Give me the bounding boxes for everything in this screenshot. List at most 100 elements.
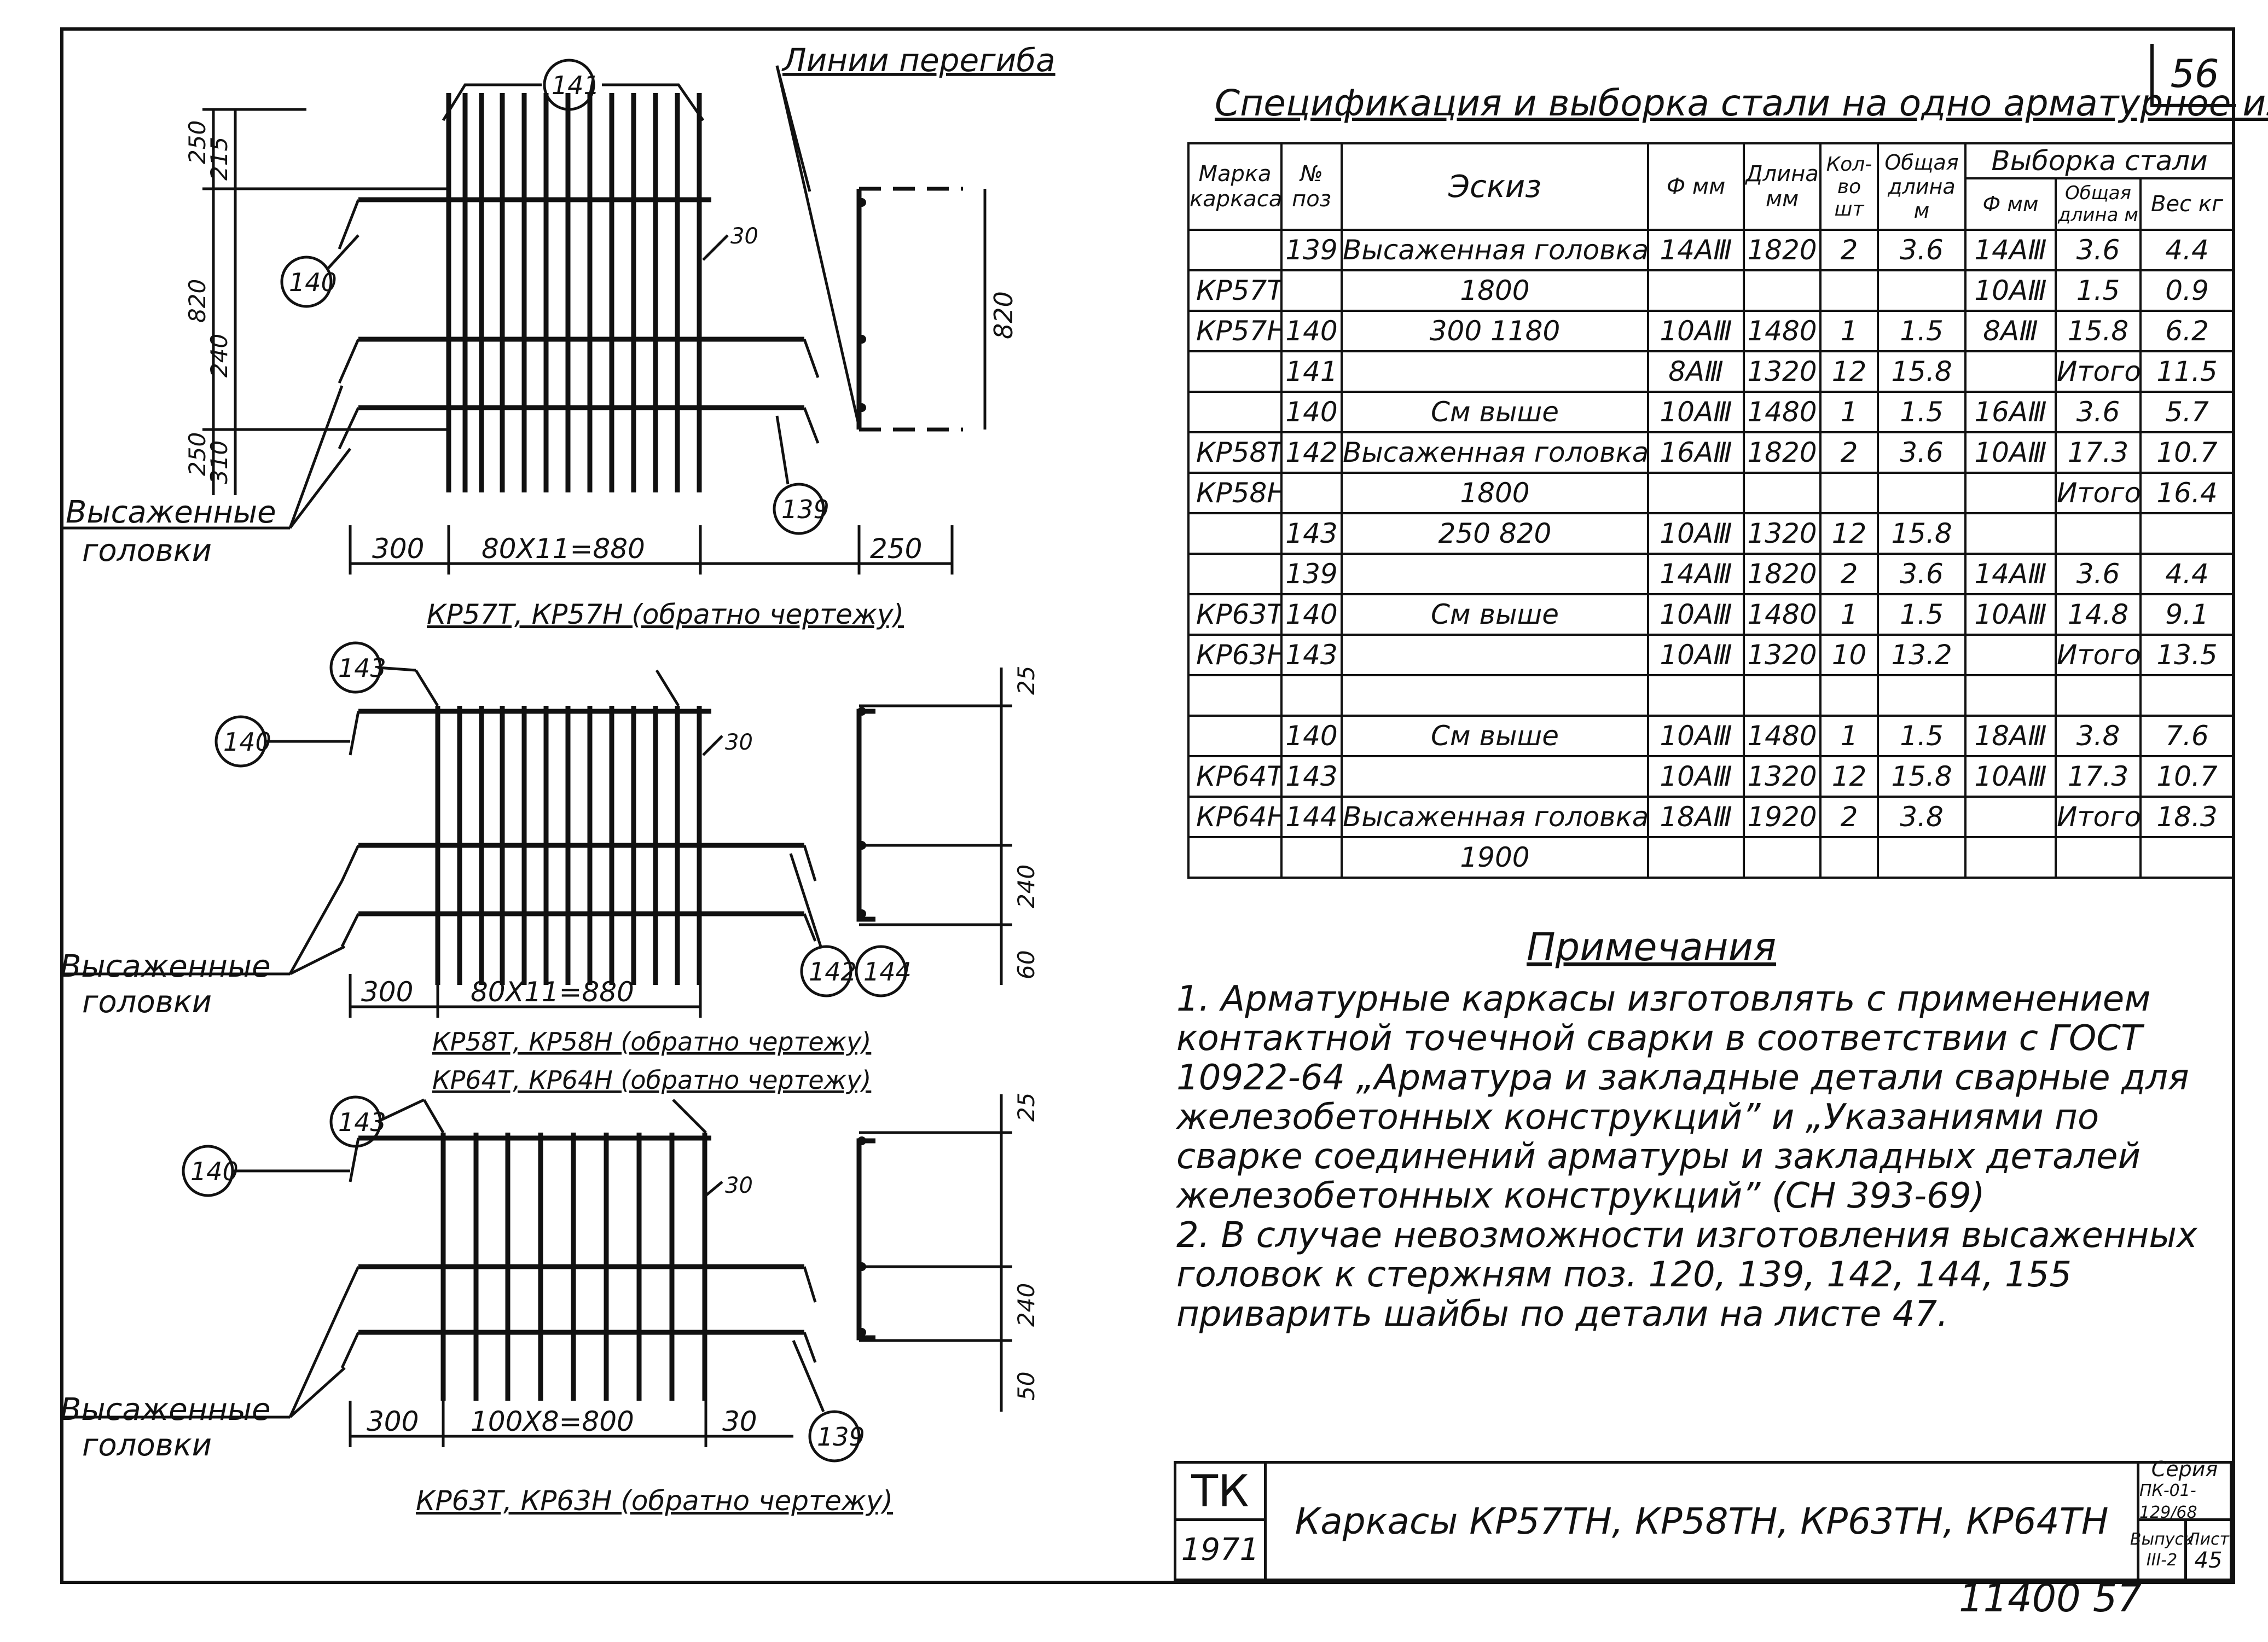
- spec-cell-qty: 1: [1819, 715, 1879, 757]
- spec-cell-tot: 3.8: [1877, 796, 1967, 838]
- spec-cell-len: 1920: [1743, 796, 1822, 838]
- spec-cell-tot: [1877, 472, 1967, 514]
- spec-cell-stot: 3.6: [2055, 553, 2142, 595]
- spec-cell-mark: [1187, 350, 1283, 393]
- spec-cell-len: 1820: [1743, 229, 1822, 271]
- tb-year: 1971: [1174, 1518, 1267, 1581]
- dim-30-bot: 30: [725, 1173, 753, 1198]
- heads-label-mid-2: головки: [82, 984, 212, 1020]
- hdr-selection: Выборка стали: [1964, 142, 2235, 179]
- hdr-length: Длина мм: [1743, 142, 1822, 231]
- tag-139-bot: 139: [817, 1422, 865, 1452]
- spec-cell-sketch: 1800: [1341, 472, 1649, 514]
- spec-cell-phi: 16АⅢ: [1647, 431, 1745, 474]
- spec-cell-phi: 10АⅢ: [1647, 512, 1745, 555]
- spec-cell-sphi: 16АⅢ: [1964, 391, 2057, 433]
- spec-cell-stot: 15.8: [2055, 310, 2142, 352]
- spec-cell-len: [1743, 269, 1822, 312]
- spec-cell-len: 1820: [1743, 431, 1822, 474]
- caption-kp58: КР58Т, КР58Н (обратно чертежу): [432, 1027, 871, 1057]
- spec-cell-sw: 11.5: [2139, 350, 2235, 393]
- spec-cell-sphi: 10АⅢ: [1964, 593, 2057, 636]
- spec-cell-mark: [1187, 674, 1283, 717]
- spec-cell-stot: Итого: [2055, 634, 2142, 676]
- spec-cell-stot: Итого: [2055, 796, 2142, 838]
- dim-800-bot: 100X8=800: [471, 1406, 634, 1437]
- spec-cell-mark: КР64Т: [1187, 755, 1283, 798]
- spec-cell-qty: [1819, 836, 1879, 879]
- dim-250-top: 250: [184, 120, 211, 164]
- dim-250-right: 250: [870, 533, 922, 565]
- spec-cell-mark: КР64Н: [1187, 796, 1283, 838]
- tag-140-mid: 140: [223, 727, 271, 757]
- spec-title: Спецификация и выборка стали на одно арм…: [1215, 82, 2268, 124]
- bend-lines-label: Линии перегиба: [781, 42, 1055, 79]
- tb-issue-label: Выпуск: [2130, 1529, 2194, 1549]
- cage-kp58-drawing: [60, 641, 1012, 1018]
- hdr-total: Общая длина м: [1877, 142, 1967, 231]
- spec-cell-sketch: Высаженная головка: [1341, 229, 1649, 271]
- spec-row: [1187, 674, 2235, 717]
- tag-140-bot: 140: [190, 1157, 239, 1186]
- spec-cell-qty: 2: [1819, 431, 1879, 474]
- dim-880-mid: 80X11=880: [471, 976, 634, 1008]
- spec-cell-qty: 2: [1819, 553, 1879, 595]
- spec-cell-sw: 10.7: [2139, 431, 2235, 474]
- tb-series-label: Серия: [2151, 1457, 2218, 1481]
- spec-table: Марка каркаса № поз Эскиз Ф мм Длина мм …: [1187, 142, 2235, 879]
- reinforcement-drawings: Линии перегиба 141 140 139 250 215 820 2…: [60, 42, 1055, 1517]
- spec-cell-mark: [1187, 391, 1283, 433]
- spec-cell-len: 1820: [1743, 553, 1822, 595]
- spec-cell-sw: 9.1: [2139, 593, 2235, 636]
- spec-cell-stot: [2055, 512, 2142, 555]
- spec-cell-pos: [1280, 674, 1343, 717]
- spec-cell-sketch: См выше: [1341, 715, 1649, 757]
- hdr-phi: Ф мм: [1647, 142, 1745, 231]
- tag-142: 142: [809, 957, 857, 987]
- spec-cell-len: 1320: [1743, 512, 1822, 555]
- spec-cell-sketch: 250 820: [1341, 512, 1649, 555]
- cage-kp57-drawing: [60, 59, 987, 575]
- spec-cell-sketch: Высаженная головка: [1341, 796, 1649, 838]
- spec-cell-mark: [1187, 229, 1283, 271]
- spec-cell-sw: 16.4: [2139, 472, 2235, 514]
- spec-cell-sphi: 10АⅢ: [1964, 431, 2057, 474]
- tb-title: Каркасы КР57ТН, КР58ТН, КР63ТН, КР64ТН: [1264, 1461, 2139, 1581]
- spec-row: 1900: [1187, 836, 2235, 879]
- spec-cell-stot: 14.8: [2055, 593, 2142, 636]
- spec-cell-tot: 15.8: [1877, 512, 1967, 555]
- spec-cell-mark: [1187, 836, 1283, 879]
- hdr-sel-phi: Ф мм: [1964, 177, 2057, 231]
- spec-cell-tot: 15.8: [1877, 755, 1967, 798]
- spec-cell-pos: [1280, 836, 1343, 879]
- spec-cell-tot: 3.6: [1877, 229, 1967, 271]
- spec-cell-tot: 13.2: [1877, 634, 1967, 676]
- spec-cell-stot: Итого: [2055, 350, 2142, 393]
- spec-cell-phi: 10АⅢ: [1647, 391, 1745, 433]
- spec-cell-pos: 140: [1280, 310, 1343, 352]
- tb-sheet-value: 45: [2194, 1547, 2223, 1573]
- spec-cell-phi: 10АⅢ: [1647, 715, 1745, 757]
- spec-cell-stot: 3.8: [2055, 715, 2142, 757]
- spec-cell-qty: 12: [1819, 755, 1879, 798]
- spec-cell-tot: 15.8: [1877, 350, 1967, 393]
- spec-cell-pos: [1280, 472, 1343, 514]
- spec-cell-sphi: 14АⅢ: [1964, 553, 2057, 595]
- note-2: 2. В случае невозможности изготовления в…: [1176, 1215, 2197, 1335]
- heads-label-mid-1: Высаженные: [60, 949, 271, 984]
- dim-25-bot: 25: [1013, 1093, 1040, 1122]
- notes-list: 1. Арматурные каркасы изготовлять с прим…: [1176, 979, 2232, 1334]
- spec-cell-tot: 3.6: [1877, 431, 1967, 474]
- spec-cell-qty: [1819, 674, 1879, 717]
- dim-30-top: 30: [730, 224, 758, 249]
- spec-cell-len: 1480: [1743, 593, 1822, 636]
- tb-issue: Выпуск III-2: [2130, 1518, 2194, 1581]
- spec-cell-phi: [1647, 674, 1745, 717]
- spec-cell-sw: 6.2: [2139, 310, 2235, 352]
- spec-cell-sphi: 18АⅢ: [1964, 715, 2057, 757]
- spec-cell-qty: 12: [1819, 350, 1879, 393]
